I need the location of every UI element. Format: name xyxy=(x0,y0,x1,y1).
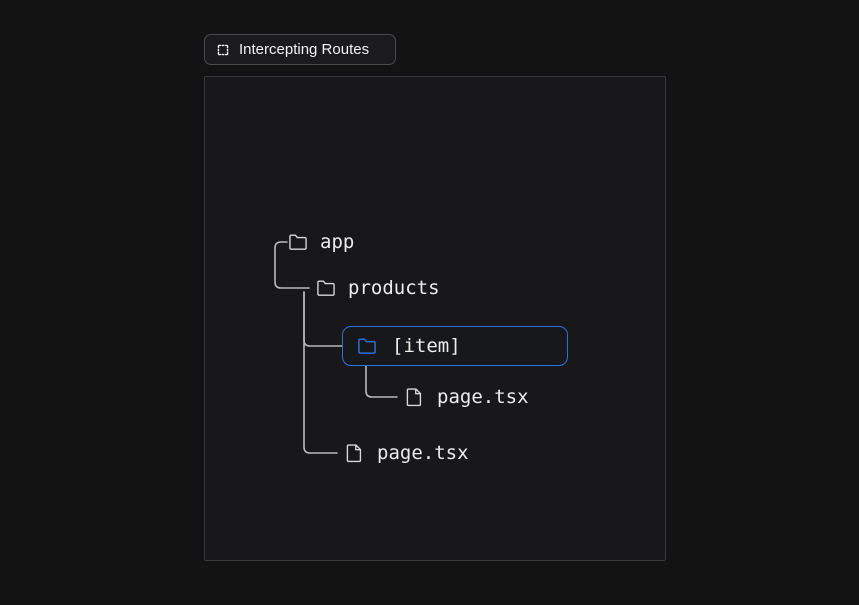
file-icon xyxy=(346,444,362,463)
tree-node-label: page.tsx xyxy=(377,441,469,464)
intercepting-routes-badge: Intercepting Routes xyxy=(204,34,396,65)
tree-node-products[interactable]: products xyxy=(315,273,440,303)
folder-icon xyxy=(289,234,307,250)
tree-node-item[interactable]: [item] xyxy=(342,326,568,366)
tree-node-label: [item] xyxy=(392,334,461,357)
badge-label: Intercepting Routes xyxy=(239,41,370,58)
tree-node-page-root[interactable]: page.tsx xyxy=(343,438,469,468)
folder-icon xyxy=(358,338,376,354)
tree-node-page-item[interactable]: page.tsx xyxy=(403,382,529,412)
diagram-panel: app products [item] page.tsx page.tsx xyxy=(204,76,666,561)
tree-node-label: products xyxy=(348,276,440,299)
tree-node-label: page.tsx xyxy=(437,385,529,408)
file-icon xyxy=(406,388,422,407)
tree-connector-lines xyxy=(274,241,398,454)
tree-node-app[interactable]: app xyxy=(287,227,354,257)
dashed-square-icon xyxy=(217,44,229,55)
folder-icon xyxy=(317,280,335,296)
tree-node-label: app xyxy=(320,230,355,253)
